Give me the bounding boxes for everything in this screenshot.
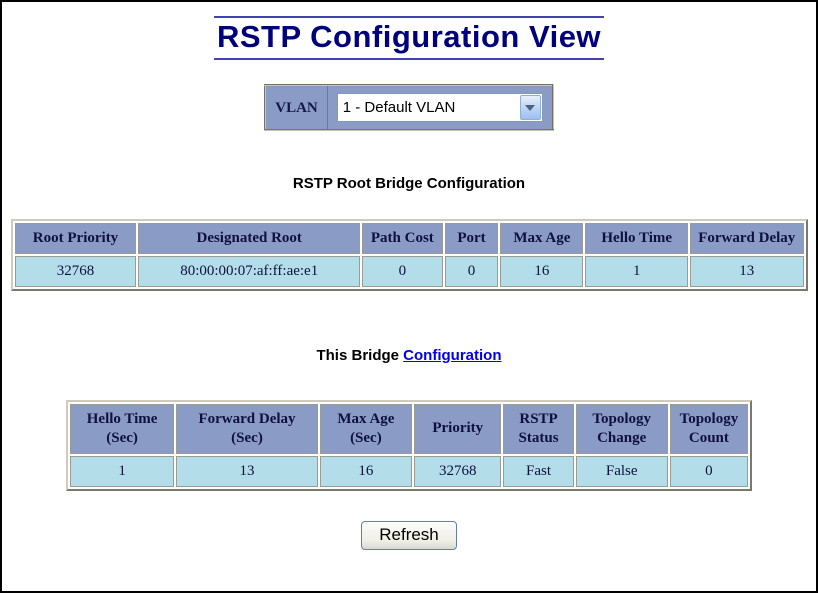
table-row: 1 13 16 32768 Fast False 0 [70,455,748,487]
header-cell-topology-count: Topology Count [669,404,748,454]
table-row: 32768 80:00:00:07:af:ff:ae:e1 0 0 16 1 1… [14,256,804,287]
header-cell-root-priority: Root Priority [14,223,137,254]
root-bridge-table: Root Priority Designated Root Path Cost … [10,219,808,291]
bridge-heading-text: This Bridge [316,347,399,364]
cell-topology-count: 0 [669,455,748,487]
chevron-down-icon[interactable] [519,95,541,120]
vlan-selector: VLAN 1 - Default VLAN [264,84,554,131]
vlan-select-wrap: 1 - Default VLAN [336,93,543,122]
header-cell-max-age: Max Age [500,223,584,254]
page-title-text: RSTP Configuration View [213,16,605,60]
cell-hello-time: 1 [70,455,175,487]
vlan-select-cell: 1 - Default VLAN [326,84,554,131]
root-bridge-heading: RSTP Root Bridge Configuration [292,175,526,192]
vlan-select[interactable]: 1 - Default VLAN [337,94,542,121]
header-cell-max-age: Max Age (Sec) [319,404,412,454]
header-cell-hello-time: Hello Time (Sec) [70,404,175,454]
cell-path-cost: 0 [361,256,443,287]
header-cell-hello-time: Hello Time [585,223,689,254]
header-cell-priority: Priority [413,404,502,454]
cell-forward-delay: 13 [176,455,318,487]
vlan-label-cell: VLAN [264,84,328,131]
header-cell-port: Port [444,223,499,254]
cell-topology-change: False [575,455,668,487]
refresh-button[interactable]: Refresh [361,520,457,550]
cell-max-age: 16 [319,455,412,487]
vlan-selector-row: VLAN 1 - Default VLAN [264,84,554,131]
table-header-row: Root Priority Designated Root Path Cost … [14,223,804,254]
cell-hello-time: 1 [585,256,689,287]
cell-forward-delay: 13 [690,256,804,287]
header-cell-rstp-status: RSTP Status [503,404,574,454]
page-title: RSTP Configuration View [2,16,816,60]
bridge-heading: This Bridge Configuration [2,347,816,364]
header-cell-forward-delay: Forward Delay (Sec) [176,404,318,454]
chevron-down-glyph [525,104,536,111]
cell-root-priority: 32768 [14,256,137,287]
header-cell-path-cost: Path Cost [361,223,443,254]
bridge-configuration-link[interactable]: Configuration [403,347,502,364]
table-header-row: Hello Time (Sec) Forward Delay (Sec) Max… [70,404,748,454]
header-cell-topology-change: Topology Change [575,404,668,454]
header-cell-designated-root: Designated Root [138,223,360,254]
header-cell-forward-delay: Forward Delay [690,223,804,254]
cell-max-age: 16 [500,256,584,287]
bridge-table: Hello Time (Sec) Forward Delay (Sec) Max… [66,400,752,491]
cell-rstp-status: Fast [503,455,574,487]
cell-designated-root: 80:00:00:07:af:ff:ae:e1 [138,256,360,287]
cell-priority: 32768 [413,455,502,487]
vlan-label: VLAN [275,99,318,116]
cell-port: 0 [444,256,499,287]
